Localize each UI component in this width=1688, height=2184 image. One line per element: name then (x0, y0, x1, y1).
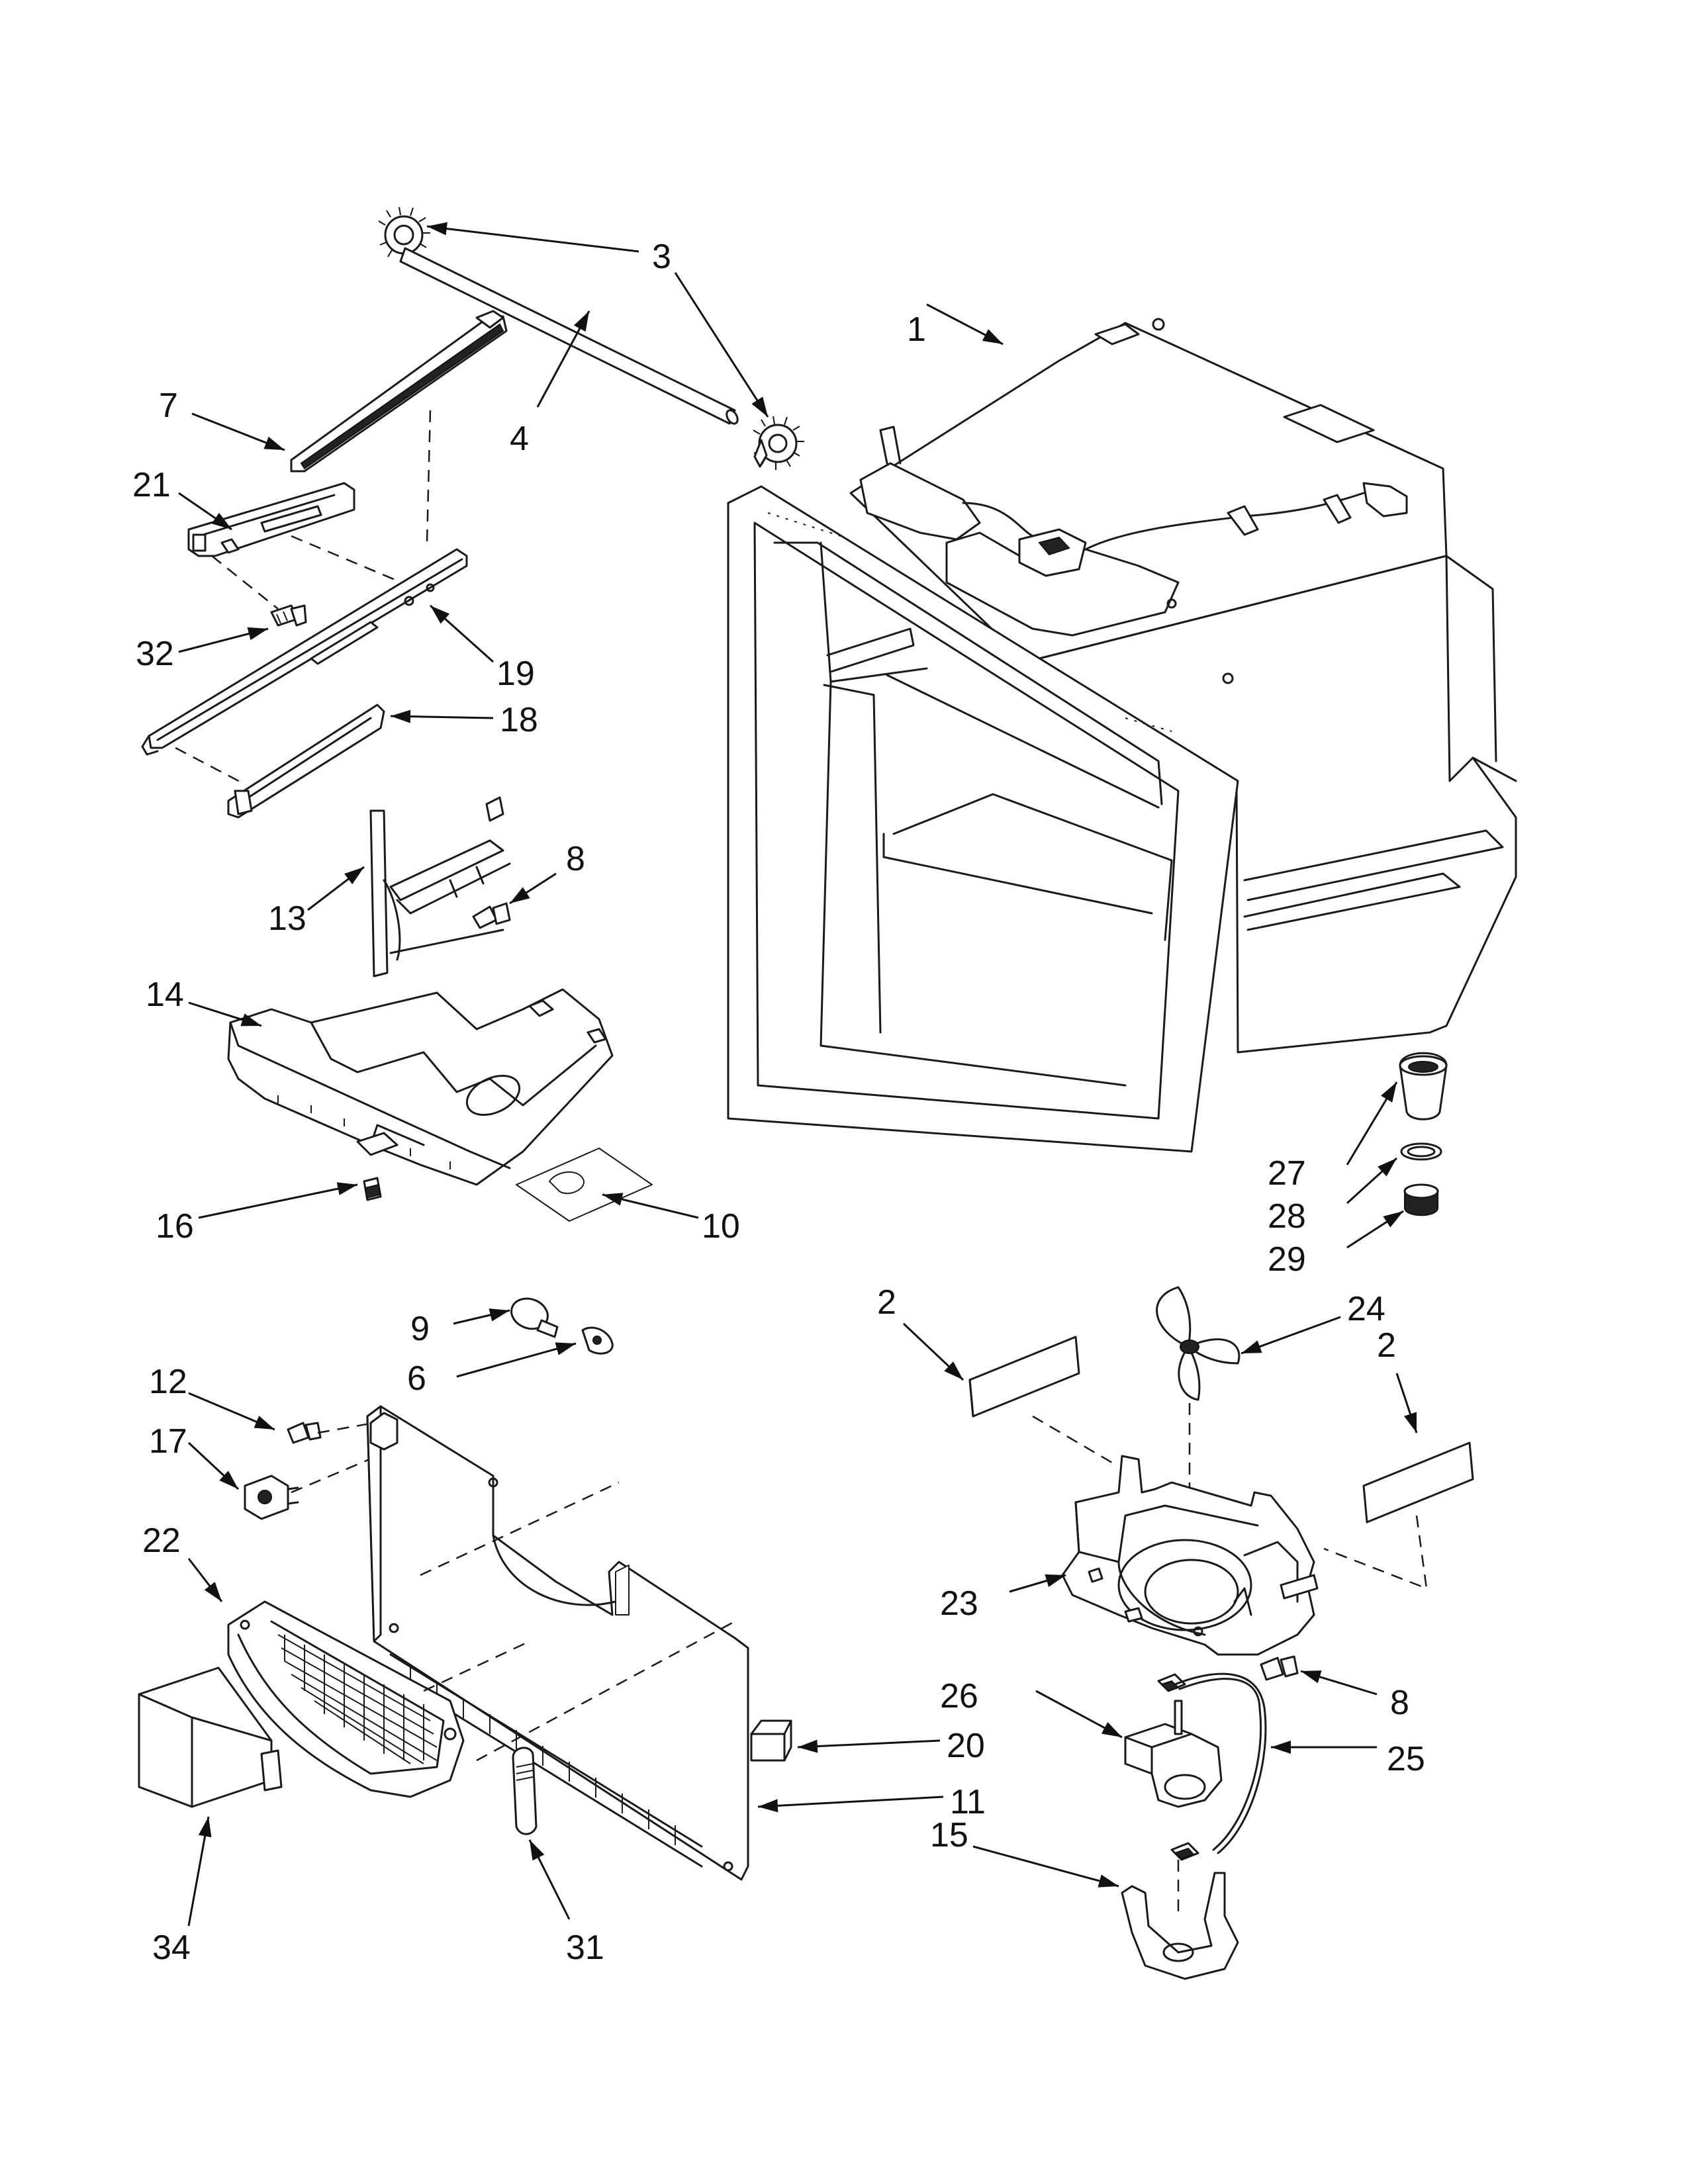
dash-17 (291, 1455, 378, 1494)
callout-21: 21 (132, 466, 171, 504)
part-29-drain-plug (1403, 1183, 1439, 1216)
dash-7-19 (426, 410, 432, 543)
part-31-damper (512, 1747, 538, 1835)
callout-10: 10 (702, 1207, 740, 1246)
callout-8-top: 8 (566, 840, 585, 878)
part-17-switch (244, 1475, 299, 1520)
callout-25: 25 (1387, 1740, 1425, 1778)
callout-2-left: 2 (877, 1283, 896, 1322)
dash-21-32 (211, 555, 279, 610)
callout-24: 24 (1347, 1290, 1385, 1328)
callout-14: 14 (146, 976, 184, 1014)
part-8-screw-bottom (1260, 1655, 1299, 1681)
part-24-fan-blade (1156, 1286, 1241, 1401)
callout-8-bottom: 8 (1390, 1684, 1409, 1722)
leader-lines (178, 222, 1418, 1927)
part-20-foam-strip (750, 1719, 792, 1762)
callout-15: 15 (930, 1816, 968, 1854)
part-3-gear-bottom (753, 416, 804, 470)
callout-9: 9 (410, 1310, 430, 1348)
part-19-rail (141, 548, 468, 756)
callout-26: 26 (940, 1677, 978, 1715)
part-26-fan-motor (1124, 1673, 1223, 1808)
part-1-freezer-liner (727, 318, 1517, 1153)
dash-12 (317, 1422, 375, 1434)
callout-23: 23 (940, 1584, 978, 1623)
part-7-slide-rail (290, 310, 508, 473)
part-25-harness (1174, 1672, 1267, 1854)
dash-19-18 (175, 747, 246, 786)
part-15-motor-bracket (1121, 1842, 1239, 1980)
callout-2-right: 2 (1377, 1326, 1396, 1365)
callout-4: 4 (510, 420, 529, 458)
callout-6: 6 (407, 1359, 426, 1398)
part-14-air-tray (227, 988, 614, 1186)
callout-29: 29 (1268, 1240, 1306, 1279)
dash-21-19 (291, 535, 418, 590)
dash-2-right (1323, 1515, 1428, 1590)
part-2-foam-block-right (1362, 1441, 1474, 1524)
part-32-screw (270, 604, 307, 627)
callout-17: 17 (149, 1422, 187, 1461)
part-28-o-ring (1400, 1142, 1442, 1161)
callout-16: 16 (156, 1207, 194, 1246)
part-10-gasket (516, 1148, 653, 1222)
callout-11: 11 (950, 1783, 986, 1821)
part-2-foam-block-left (968, 1336, 1080, 1418)
part-13-bracket (369, 796, 511, 978)
part-34-cover (138, 1666, 283, 1808)
part-21-bracket (187, 482, 355, 557)
dash-11-a (420, 1481, 620, 1576)
callout-32: 32 (136, 635, 174, 673)
callout-20: 20 (947, 1727, 985, 1765)
callout-labels: 1 2 2 3 4 6 7 8 8 9 10 11 12 13 14 15 16… (132, 238, 1425, 1967)
part-11-rear-panel (366, 1405, 749, 1881)
part-18-rail (227, 704, 385, 819)
callout-19: 19 (496, 655, 535, 693)
callout-12: 12 (149, 1363, 187, 1401)
callout-28: 28 (1268, 1197, 1306, 1236)
callout-1: 1 (907, 310, 926, 349)
callout-27: 27 (1268, 1154, 1306, 1193)
callout-3: 3 (652, 238, 671, 276)
part-16-clip (363, 1177, 382, 1201)
callout-7: 7 (159, 387, 178, 425)
part-8-screw-top (472, 902, 511, 929)
part-22-grille (227, 1600, 465, 1798)
part-12-screw (287, 1422, 322, 1444)
part-6-socket (581, 1326, 614, 1355)
callout-34: 34 (152, 1929, 191, 1967)
part-23-fan-housing (1061, 1455, 1319, 1656)
dash-2-left (1032, 1415, 1113, 1464)
part-9-bulb (510, 1297, 559, 1338)
callout-31: 31 (566, 1929, 604, 1967)
callout-22: 22 (142, 1522, 181, 1560)
part-4-rod (399, 247, 739, 425)
dash-11-b (476, 1620, 735, 1762)
part-27-drain-cup (1399, 1052, 1448, 1120)
callout-18: 18 (500, 701, 538, 739)
callout-13: 13 (268, 899, 306, 938)
